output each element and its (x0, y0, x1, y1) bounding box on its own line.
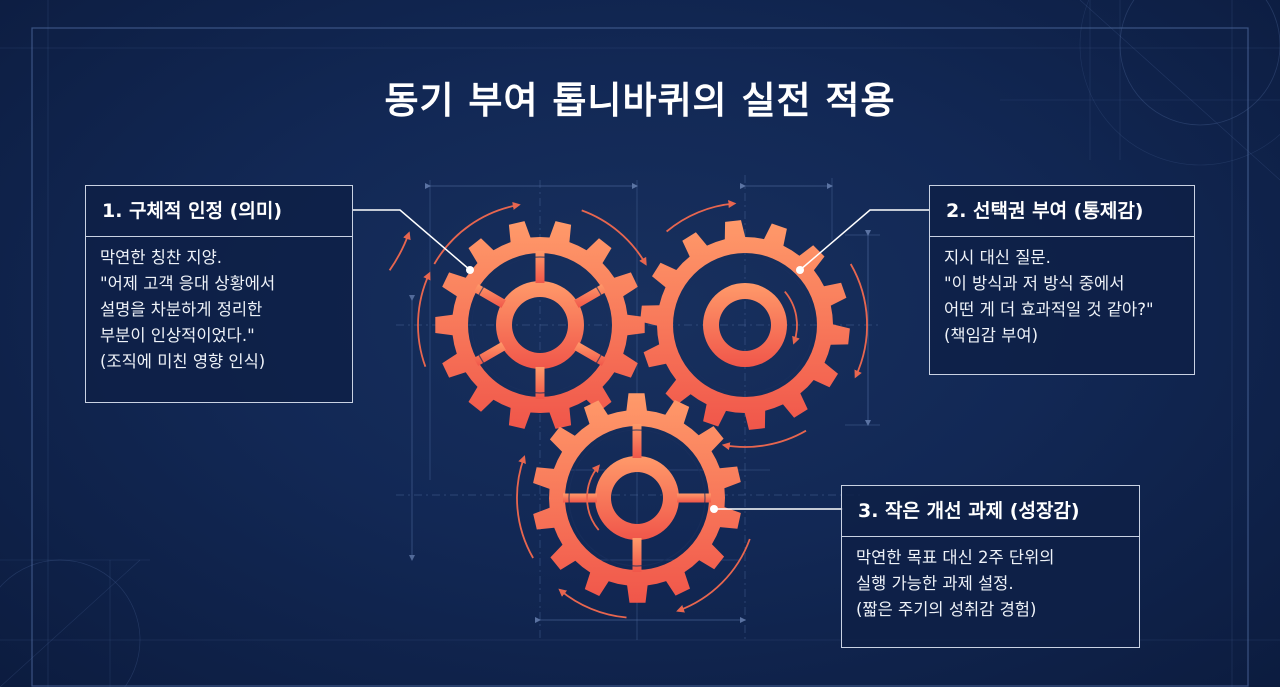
card-control-line: 지시 대신 질문. (944, 248, 1051, 267)
gear-meaning-inner-line (471, 256, 609, 394)
card-control-line: 어떤 게 더 효과적일 것 같아?" (944, 300, 1154, 319)
gear-growth-spoke (632, 424, 642, 458)
card-meaning-line: (조직에 미친 영향 인식) (100, 352, 266, 371)
gear-growth-spoke (632, 538, 642, 572)
card-meaning-body: 막연한 칭찬 지양. "어제 고객 응대 상황에서 설명을 차분하게 정리한 부… (86, 237, 352, 375)
gear-growth (533, 393, 741, 603)
card-meaning-line: "어제 고객 응대 상황에서 (100, 274, 276, 293)
gears-layer (435, 220, 850, 603)
gear-control-inner-line (676, 256, 814, 394)
leader-line-1 (352, 209, 471, 271)
rotation-arrow (433, 202, 521, 265)
card-control: 2. 선택권 부여 (통제감) 지시 대신 질문. "이 방식과 저 방식 중에… (929, 185, 1195, 375)
card-growth-line: 막연한 목표 대신 2주 단위의 (856, 548, 1055, 567)
card-control-body: 지시 대신 질문. "이 방식과 저 방식 중에서 어떤 게 더 효과적일 것 … (930, 237, 1194, 349)
rotation-arrow (558, 588, 627, 619)
rotation-arrow (784, 291, 800, 345)
gear-meaning-spoke (535, 367, 545, 399)
rotation-arrow (666, 200, 737, 233)
gear-meaning-hub (496, 281, 584, 369)
leader-line-2 (799, 209, 930, 271)
card-control-heading: 2. 선택권 부여 (통제감) (930, 186, 1194, 237)
rotation-arrow (516, 455, 534, 559)
card-control-line: "이 방식과 저 방식 중에서 (944, 274, 1125, 293)
card-meaning-line: 막연한 칭찬 지양. (100, 248, 222, 267)
rotation-arrow (417, 271, 431, 368)
gear-meaning (435, 221, 645, 429)
page-title: 동기 부여 톱니바퀴의 실전 적용 (384, 79, 896, 122)
leader-lines (352, 209, 930, 513)
rotation-arrow (586, 464, 600, 531)
card-growth-body: 막연한 목표 대신 2주 단위의 실행 가능한 과제 설정. (짧은 주기의 성… (842, 537, 1139, 623)
rotation-arrow (849, 263, 868, 379)
card-growth: 3. 작은 개선 과제 (성장감) 막연한 목표 대신 2주 단위의 실행 가능… (841, 485, 1140, 648)
rotation-arrow (388, 231, 411, 271)
gear-control-hub (703, 283, 787, 367)
gear-growth-hub (594, 455, 679, 541)
rotation-arrows (388, 200, 868, 619)
gear-meaning-rim (435, 221, 645, 429)
gear-growth-inner-line (568, 429, 706, 567)
gear-growth-spoke (677, 493, 711, 503)
gear-growth-spoke (563, 493, 597, 503)
card-meaning-line: 설명을 차분하게 정리한 (100, 300, 263, 319)
rotation-arrow (676, 538, 751, 613)
card-growth-heading: 3. 작은 개선 과제 (성장감) (842, 486, 1139, 537)
rotation-arrow (721, 429, 807, 451)
card-growth-line: 실행 가능한 과제 설정. (856, 574, 1014, 593)
rotation-arrow (581, 209, 647, 266)
gear-growth-rim (533, 393, 741, 603)
gear-meaning-spoke (535, 251, 545, 283)
leader-dot-2 (796, 266, 804, 274)
card-control-line: (책임감 부여) (944, 326, 1039, 345)
card-meaning-heading: 1. 구체적 인정 (의미) (86, 186, 352, 237)
leader-dot-1 (466, 266, 474, 274)
card-meaning: 1. 구체적 인정 (의미) 막연한 칭찬 지양. "어제 고객 응대 상황에서… (85, 185, 353, 403)
card-growth-line: (짧은 주기의 성취감 경험) (856, 600, 1037, 619)
card-meaning-line: 부분이 인상적이었다." (100, 326, 255, 345)
leader-dot-3 (710, 505, 718, 513)
